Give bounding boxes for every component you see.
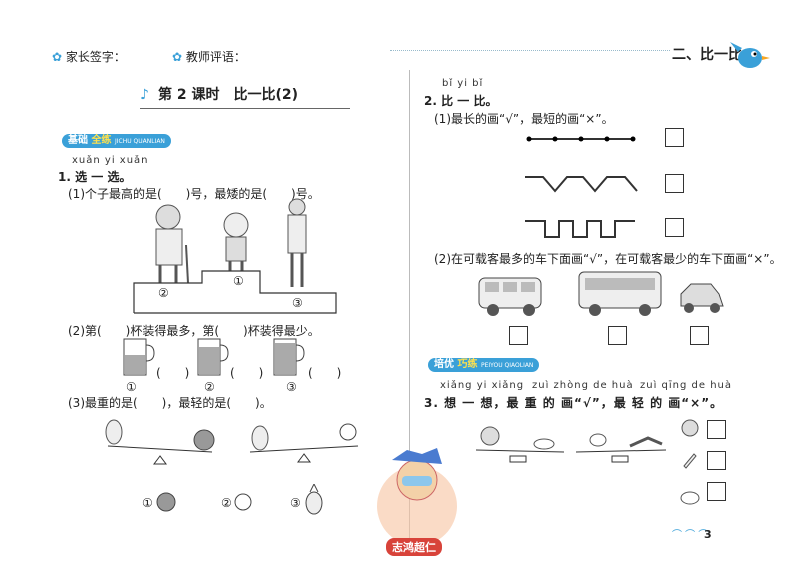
q2-sub2: (2)在可载客最多的车下面画“√”，在可载客最少的车下面画“×”。 — [434, 252, 782, 266]
q3-items — [680, 419, 700, 505]
straight-line — [526, 136, 636, 142]
q1-title: 1. 选 一 选。 — [58, 170, 132, 184]
garlic-icon — [680, 491, 700, 505]
cabbage-icon — [681, 419, 699, 437]
q3-pinyin-3: zuì qīng de huà — [640, 380, 733, 391]
podium-figures — [133, 198, 337, 314]
gear-icon: ✿ — [52, 50, 63, 64]
carrot-icon — [683, 453, 697, 469]
music-note-icon: ♪ — [140, 87, 149, 103]
podium-label-2: ① — [233, 274, 244, 288]
square-wave-line — [525, 220, 635, 238]
parent-sign-label: ✿ 家长签字： — [52, 50, 126, 64]
answer-box-line-3[interactable] — [665, 218, 684, 237]
scale-2 — [249, 423, 359, 463]
answer-label-3: ③ — [290, 496, 301, 510]
teacher-comment-label: ✿ 教师评语： — [172, 50, 246, 64]
answer-box-carrot[interactable] — [707, 451, 726, 470]
cup-label-3: ③ — [286, 380, 297, 394]
answer-box-car[interactable] — [690, 326, 709, 345]
line-comparisons — [525, 136, 638, 238]
lesson-title-bar: ♪ 第 2 课时 比一比(2) — [140, 84, 350, 109]
zigzag-line — [525, 176, 638, 193]
podium-label-3: ③ — [292, 296, 303, 310]
page-divider — [409, 70, 410, 540]
answer-box-garlic[interactable] — [707, 482, 726, 501]
answer-label-1: ① — [142, 496, 153, 510]
bird-mascot-icon — [730, 42, 770, 68]
answer-box-line-2[interactable] — [665, 174, 684, 193]
cup-2 — [197, 338, 229, 376]
van-icon — [478, 277, 542, 316]
section-banner-advanced: 培优 巧练 PEIYOU QIAOLIAN — [428, 358, 540, 372]
answer-box-cabbage[interactable] — [707, 420, 726, 439]
q2-sub1: (1)最长的画“√”，最短的画“×”。 — [434, 112, 614, 126]
section-banner-basic: 基础 全练 JICHU QUANLIAN — [62, 134, 171, 148]
podium-label-1: ② — [158, 286, 169, 300]
q2-pinyin: bǐ yi bǐ — [442, 78, 484, 89]
gear-icon: ✿ — [172, 50, 183, 64]
q1-sub1: (1)个子最高的是( )号，最矮的是( )号。 — [68, 187, 320, 201]
scale-4 — [575, 433, 667, 463]
cup-label-1: ① — [126, 380, 137, 394]
unit-title: 二、比一比 — [672, 47, 742, 63]
answer-box-van[interactable] — [509, 326, 528, 345]
q3-title: 3. 想 一 想，最 重 的 画“√”，最 轻 的 画“×”。 — [424, 396, 724, 410]
girl-figure — [223, 212, 249, 271]
answer-box-bus[interactable] — [608, 326, 627, 345]
cup-answer-2: ( ) — [230, 366, 264, 380]
q1-pinyin: xuǎn yi xuǎn — [72, 155, 149, 166]
cup-answer-1: ( ) — [156, 366, 190, 380]
cups — [123, 338, 305, 376]
q3-pinyin-2: zuì zhòng de huà — [532, 380, 634, 391]
grandpa-figure — [155, 204, 189, 284]
bus-icon — [578, 271, 662, 316]
cup-3 — [273, 338, 305, 376]
vehicles — [478, 271, 724, 316]
q1-sub2: (2)第( )杯装得最多，第( )杯装得最少。 — [68, 324, 320, 338]
q3-pinyin-1: xiǎng yi xiǎng — [440, 380, 525, 391]
apple-icon — [234, 493, 252, 511]
q3-scales — [475, 426, 667, 463]
lesson-title: 第 2 课时 比一比(2) — [158, 87, 299, 103]
stamp-text: 志鸿超仁 — [386, 538, 442, 556]
page-number: 3 — [704, 528, 712, 541]
balance-scales — [105, 419, 359, 465]
scale-3 — [475, 426, 565, 463]
car-icon — [680, 283, 724, 313]
cup-1 — [123, 338, 155, 376]
mascot-stamp — [377, 448, 457, 546]
watermelon-icon — [156, 492, 176, 512]
pineapple-icon — [305, 484, 323, 515]
man-figure — [287, 198, 307, 287]
answer-label-2: ② — [221, 496, 232, 510]
scale-1 — [105, 419, 215, 465]
cup-answer-3: ( ) — [308, 366, 342, 380]
header-divider — [390, 50, 670, 51]
q1-sub3: (3)最重的是( )，最轻的是( )。 — [68, 396, 272, 410]
q2-title: 2. 比 一 比。 — [424, 94, 498, 108]
answer-box-line-1[interactable] — [665, 128, 684, 147]
footer-decoration-icon: ⌒ ⌒ ⌒ — [672, 530, 709, 541]
cup-label-2: ② — [204, 380, 215, 394]
